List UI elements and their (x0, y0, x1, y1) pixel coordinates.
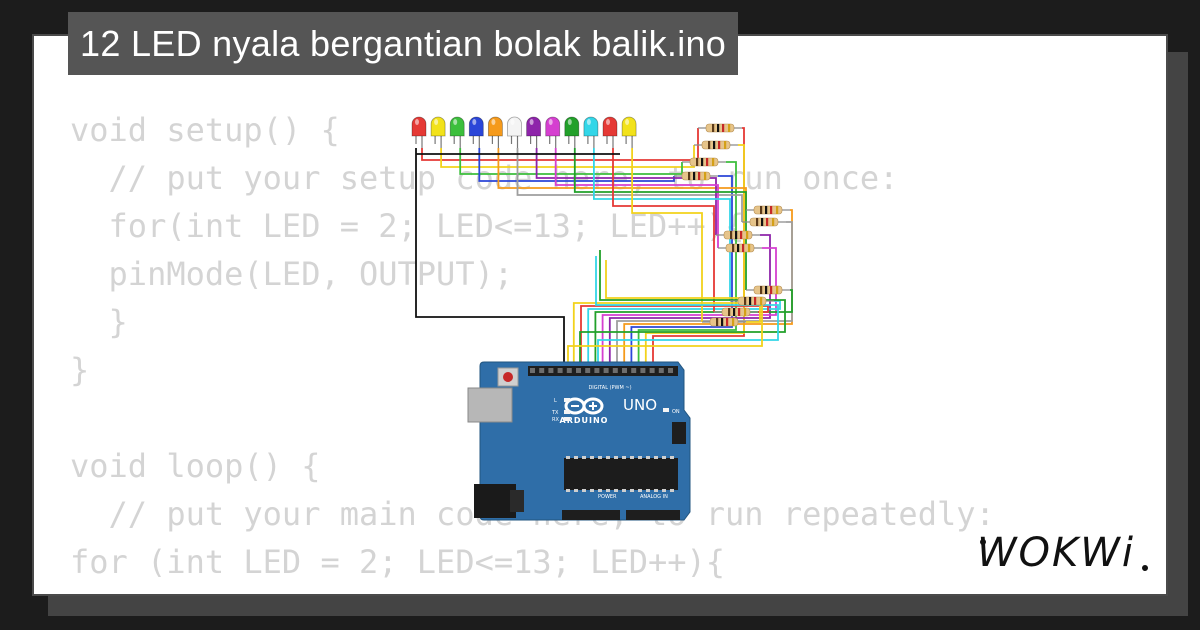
led-9 (564, 116, 580, 148)
digital-header-label: DIGITAL (PWM ~) (588, 385, 631, 391)
microcontroller-chip (564, 458, 678, 490)
rx-label: RX (552, 417, 559, 423)
code-line: // turn on each LED in sequence (70, 586, 995, 594)
led-2 (430, 116, 446, 148)
resistor-7 (716, 230, 760, 240)
resistor-4 (674, 171, 718, 181)
code-line: for(int LED = 2; LED<=13; LED++){ (70, 207, 745, 245)
led-12 (621, 116, 637, 148)
arduino-brand-label: ARDUINO (560, 416, 609, 425)
analog-label: ANALOG IN (640, 494, 668, 500)
resistor-11 (714, 307, 758, 317)
led-6 (507, 116, 522, 148)
led-11 (602, 116, 618, 148)
code-line: void loop() { (70, 447, 321, 485)
analog-header (626, 510, 680, 520)
project-title: 12 LED nyala bergantian bolak balik.ino (80, 22, 727, 64)
resistor-8 (718, 243, 762, 253)
tx-label: TX (551, 410, 559, 416)
resistor-12 (702, 317, 746, 327)
led-row (411, 116, 637, 148)
resistor-5 (746, 205, 790, 215)
power-header (562, 510, 620, 520)
code-line: } (70, 303, 128, 341)
code-line: } (70, 351, 90, 389)
arduino-logo-icon (564, 397, 604, 415)
resistor-3 (682, 157, 726, 167)
led-3 (449, 116, 465, 148)
reset-button (503, 372, 513, 382)
led-10 (583, 116, 599, 148)
code-line: pinMode(LED, OUTPUT); (70, 255, 514, 293)
project-title-bar: 12 LED nyala bergantian bolak balik.ino (68, 12, 739, 75)
power-label: POWER (598, 494, 617, 500)
resistor-9 (746, 285, 790, 295)
usb-port (467, 387, 513, 423)
on-led-label: ON (672, 409, 680, 415)
circuit-diagram: DIGITAL (PWM ~) ARDUINO UNO L TX RX ON P… (411, 116, 793, 521)
board-model-label: UNO (623, 396, 657, 414)
svg-text:WOKWi: WOKWi (977, 530, 1135, 576)
resistor-bank (674, 123, 790, 327)
code-line: void setup() { (70, 111, 340, 149)
arduino-uno-board: DIGITAL (PWM ~) ARDUINO UNO L TX RX ON P… (467, 361, 691, 521)
led-7 (526, 116, 541, 148)
code-line: for (int LED = 2; LED<=13; LED++){ (70, 543, 726, 581)
resistor-1 (698, 123, 742, 133)
resistor-2 (694, 140, 738, 150)
led-4 (468, 116, 484, 148)
resistor-6 (742, 217, 786, 227)
led-5 (488, 116, 503, 148)
wokwi-logo-icon: WOKWi (977, 530, 1148, 576)
code-preview: void setup() { // put your setup code he… (70, 106, 995, 594)
project-card[interactable]: void setup() { // put your setup code he… (32, 34, 1168, 596)
l-led-label: L (554, 398, 557, 404)
resistor-10 (730, 296, 774, 306)
led-8 (545, 116, 561, 148)
power-jack (474, 484, 516, 518)
led-1 (411, 116, 427, 148)
digital-header (528, 366, 678, 376)
